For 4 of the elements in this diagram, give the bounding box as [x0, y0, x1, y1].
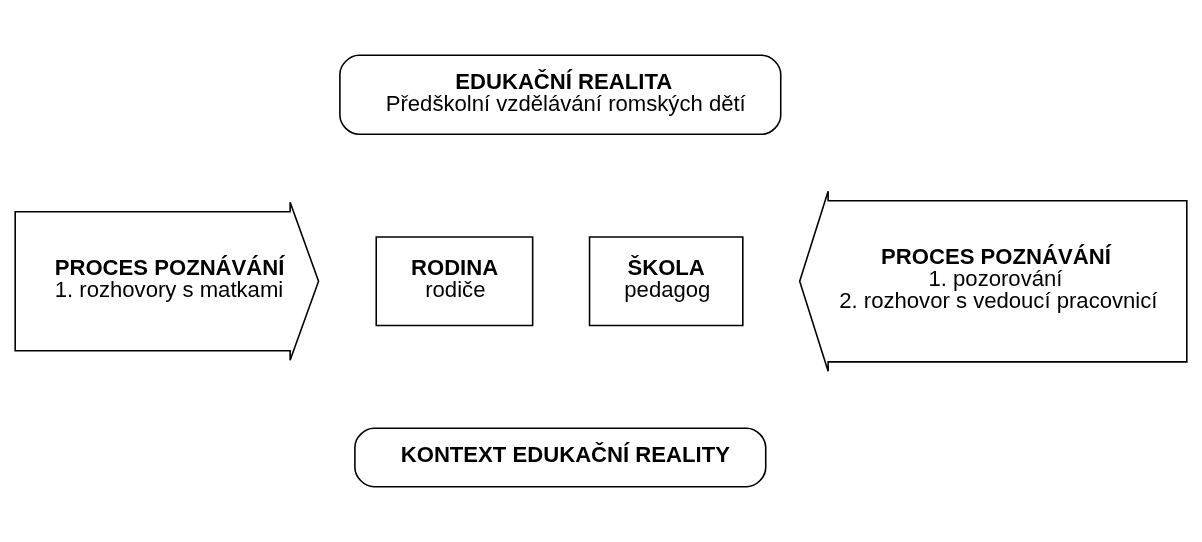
node-box: ŠKOLA pedagog — [588, 236, 744, 327]
node-box: KONTEXT EDUKAČNÍ REALITY — [354, 427, 767, 488]
node-box: EDUKAČNÍ REALITA Předškolní vzdělávání romských dětí — [339, 54, 782, 136]
node-box: RODINA rodiče — [375, 236, 534, 327]
